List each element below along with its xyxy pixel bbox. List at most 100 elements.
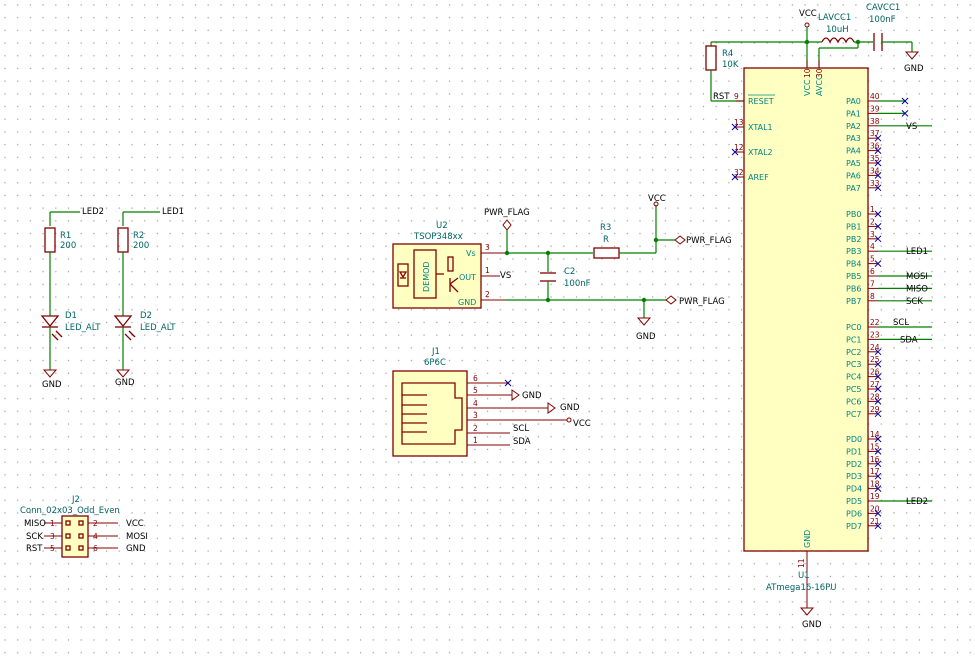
u1-pin-num: 4 xyxy=(870,242,875,251)
r1-led-branch[interactable]: LED2 R1 200 D1 LED_ALT GND xyxy=(40,207,104,390)
u1-pin-name: PB3 xyxy=(846,247,861,256)
u2-demod-text: DEMOD xyxy=(422,261,431,292)
u1-pin-pb3[interactable]: PB3 4 xyxy=(846,242,878,256)
nc-marker xyxy=(874,435,882,443)
u1-pin-num: 26 xyxy=(870,368,880,377)
c2-capacitor[interactable]: C2 100nF xyxy=(540,253,591,300)
pwr-flag-label: PWR_FLAG xyxy=(484,208,530,218)
nc-marker xyxy=(874,385,882,393)
gnd-symbol xyxy=(115,369,131,378)
j1-value: 6P6C xyxy=(424,358,446,368)
u1-pin-name: RESET xyxy=(748,97,774,106)
r2-led-branch[interactable]: LED1 R2 200 D2 LED_ALT GND xyxy=(113,207,184,388)
u1-pin-name: PA3 xyxy=(846,134,861,143)
r4-value: 10K xyxy=(722,60,739,70)
net-label-sda-j1: SDA xyxy=(513,437,531,447)
u1-pin-num-11: 11 xyxy=(797,558,806,568)
j1-connector[interactable]: J1 6P6C 6 5 4 3 2 1 xyxy=(392,347,567,457)
u1-ref: U1 xyxy=(798,571,810,581)
r4-resistor[interactable]: R4 10K xyxy=(705,42,744,102)
gnd-symbol xyxy=(799,607,815,616)
r1-ref: R1 xyxy=(60,231,71,241)
u1-pin-num: 3 xyxy=(870,230,875,239)
u1-pin-name: PC0 xyxy=(846,323,862,332)
gnd-label: GND xyxy=(115,378,135,388)
u1-pin-num: 14 xyxy=(870,430,880,439)
u1-pin-name: PA2 xyxy=(846,122,861,131)
u1-pin-name: PC5 xyxy=(846,385,862,394)
u1-pin-pd2[interactable]: PD2 16 xyxy=(846,455,880,469)
u1-pin-num: 16 xyxy=(870,455,880,464)
u1-pin-name: PB6 xyxy=(846,284,861,293)
u1-pin-name: PB5 xyxy=(846,272,861,281)
d2-value: LED_ALT xyxy=(140,323,176,333)
u2-ir-receiver[interactable]: U2 TSOP348xx DEMOD Vs OUT GND 3 1 2 VS xyxy=(392,221,511,309)
lavcc1-inductor[interactable]: LAVCC1 10uH xyxy=(818,13,855,44)
vcc-label: VCC xyxy=(573,419,591,429)
u1-pin-num: 13 xyxy=(734,118,744,127)
gnd-label: GND xyxy=(560,403,580,413)
u1-pin-num: 37 xyxy=(870,129,880,138)
j2-isp-header[interactable]: J2 Conn_02x03_Odd_Even 1 3 5 2 4 6 MISO … xyxy=(20,495,148,558)
j2-pin-5: 5 xyxy=(50,544,55,553)
u1-pin-pb6[interactable]: PB6 7 xyxy=(846,279,878,293)
net-label-led2-u1: LED2 xyxy=(906,497,928,507)
gnd-label: GND xyxy=(904,64,924,74)
j1-pin-6: 6 xyxy=(473,374,478,383)
u1-pin-pa3[interactable]: PA3 37 xyxy=(846,129,880,143)
d2-led-symbol[interactable] xyxy=(113,315,136,341)
u1-pin-num: 28 xyxy=(870,392,880,401)
r1-value: 200 xyxy=(60,241,76,251)
nc-marker xyxy=(874,210,882,218)
u1-pin-name: PB1 xyxy=(846,222,861,231)
u1-pin-name: PD2 xyxy=(846,460,862,469)
j1-pin-2: 2 xyxy=(473,424,478,433)
gnd-symbol xyxy=(547,402,556,414)
u2-pin-3: 3 xyxy=(485,243,490,252)
net-label-sck-u1: SCK xyxy=(906,297,923,307)
u2-pin-out-label: OUT xyxy=(459,273,476,282)
u2-value: TSOP348xx xyxy=(413,232,463,242)
d1-value: LED_ALT xyxy=(65,323,101,333)
u1-value: ATmega16-16PU xyxy=(766,583,837,593)
u1-pin-name: PB4 xyxy=(846,260,861,269)
u1-pin-num: 7 xyxy=(870,279,875,288)
